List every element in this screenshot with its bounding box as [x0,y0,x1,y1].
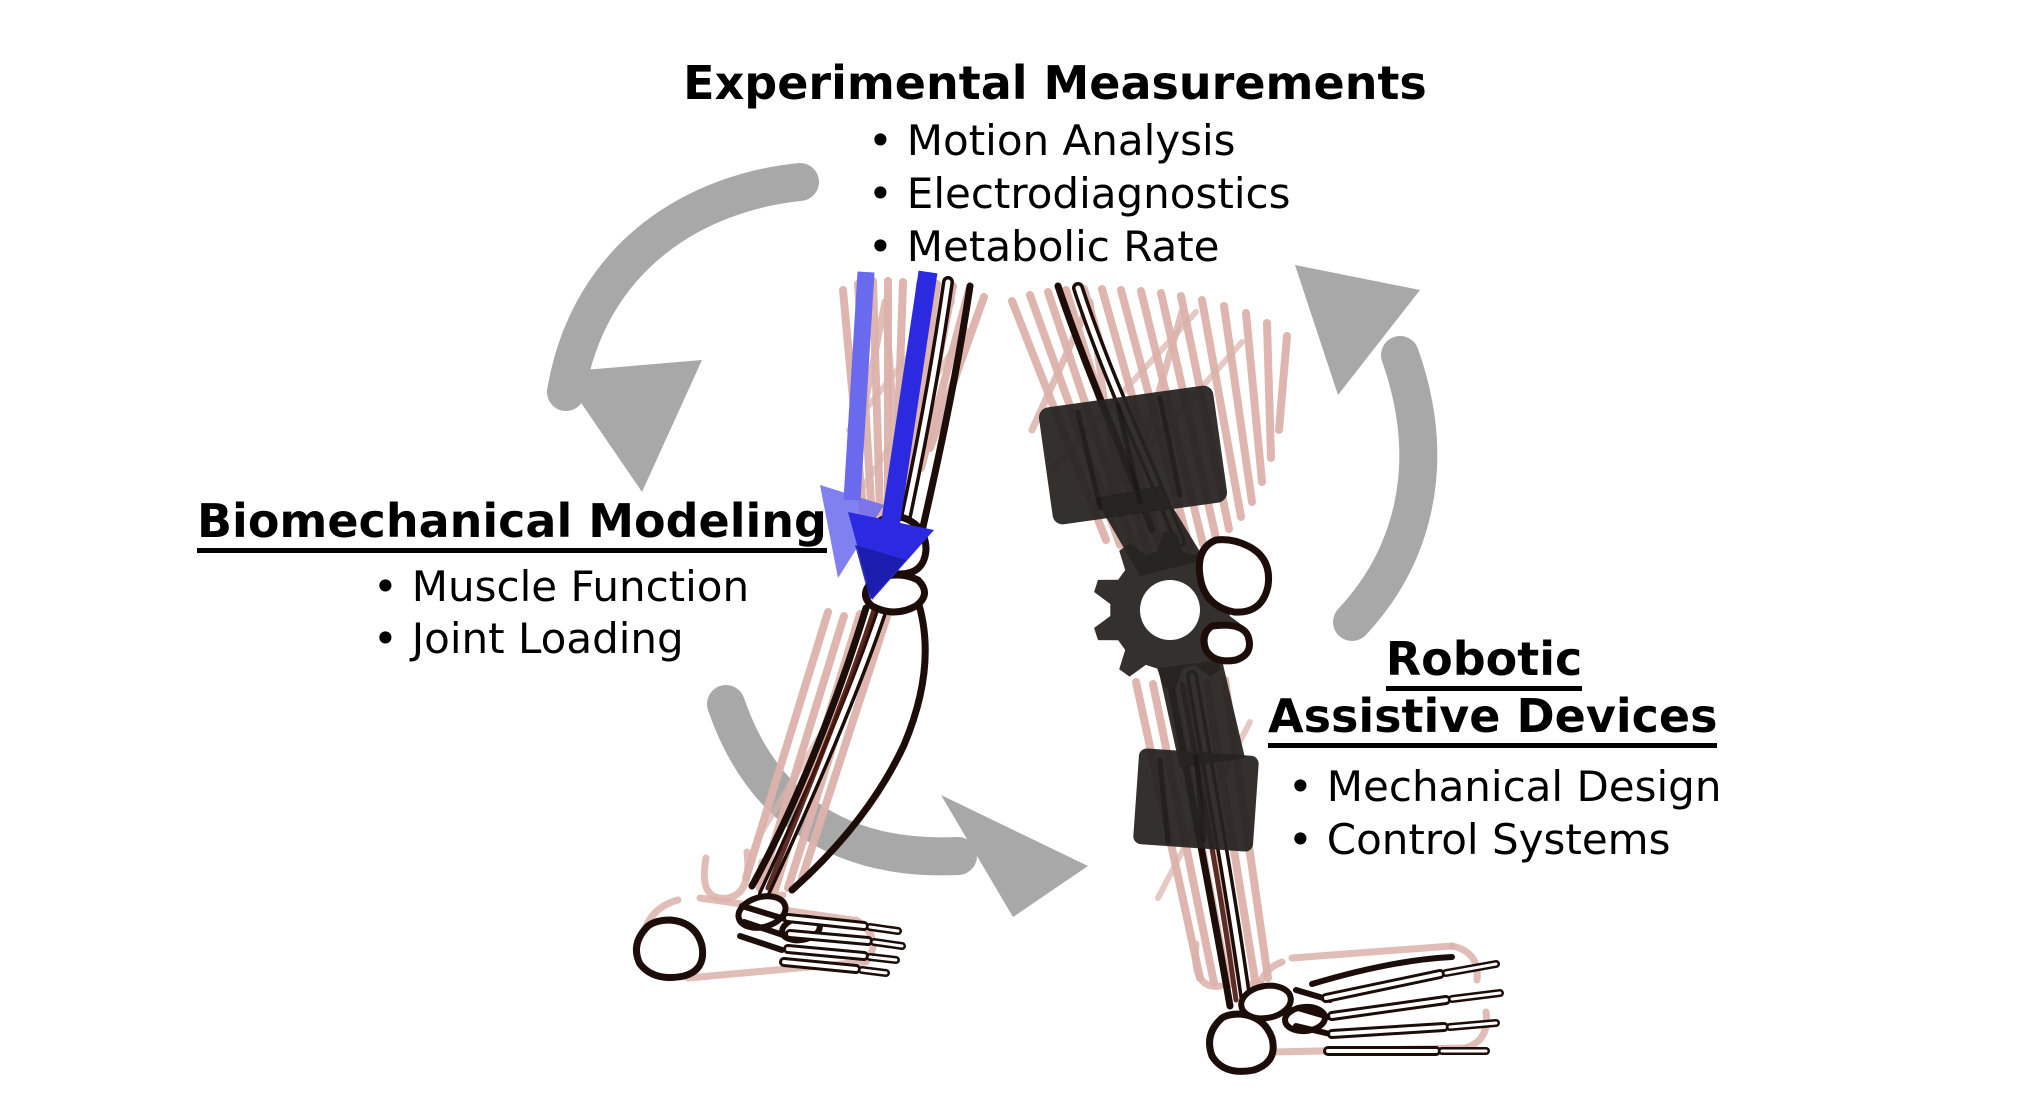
list-item: Joint Loading [373,613,827,665]
exoskeleton-lower-strut [1158,660,1245,768]
biomechanical-modeling-title: Biomechanical Modeling [197,496,827,553]
cycle-arrow-bottom-icon [707,685,1088,917]
robotic-assistive-devices-list: Mechanical Design Control Systems [1288,760,1722,866]
list-item: Motion Analysis [868,114,1460,167]
cycle-arrow-top-left-icon [547,163,819,492]
cycle-arrow-right-icon [1295,265,1438,641]
biomechanical-modeling-block: Biomechanical Modeling Muscle Function J… [197,496,827,665]
list-item: Metabolic Rate [868,220,1460,273]
biomechanical-modeling-list: Muscle Function Joint Loading [373,561,827,665]
list-item: Electrodiagnostics [868,167,1460,220]
experimental-measurements-list: Motion Analysis Electrodiagnostics Metab… [868,114,1460,273]
list-item: Control Systems [1288,813,1700,866]
list-item: Mechanical Design [1288,760,1722,813]
robotic-assistive-devices-title-line1: Robotic [1268,634,1700,691]
list-item: Muscle Function [373,561,827,613]
blue-force-arrow-icons [820,270,938,600]
experimental-measurements-title: Experimental Measurements [683,56,1427,110]
robotic-assistive-devices-title-line2: Assistive Devices [1268,691,1718,748]
robotic-assistive-devices-block: Robotic Assistive Devices Mechanical Des… [1268,634,1722,866]
experimental-measurements-block: Experimental Measurements Motion Analysi… [650,58,1460,273]
